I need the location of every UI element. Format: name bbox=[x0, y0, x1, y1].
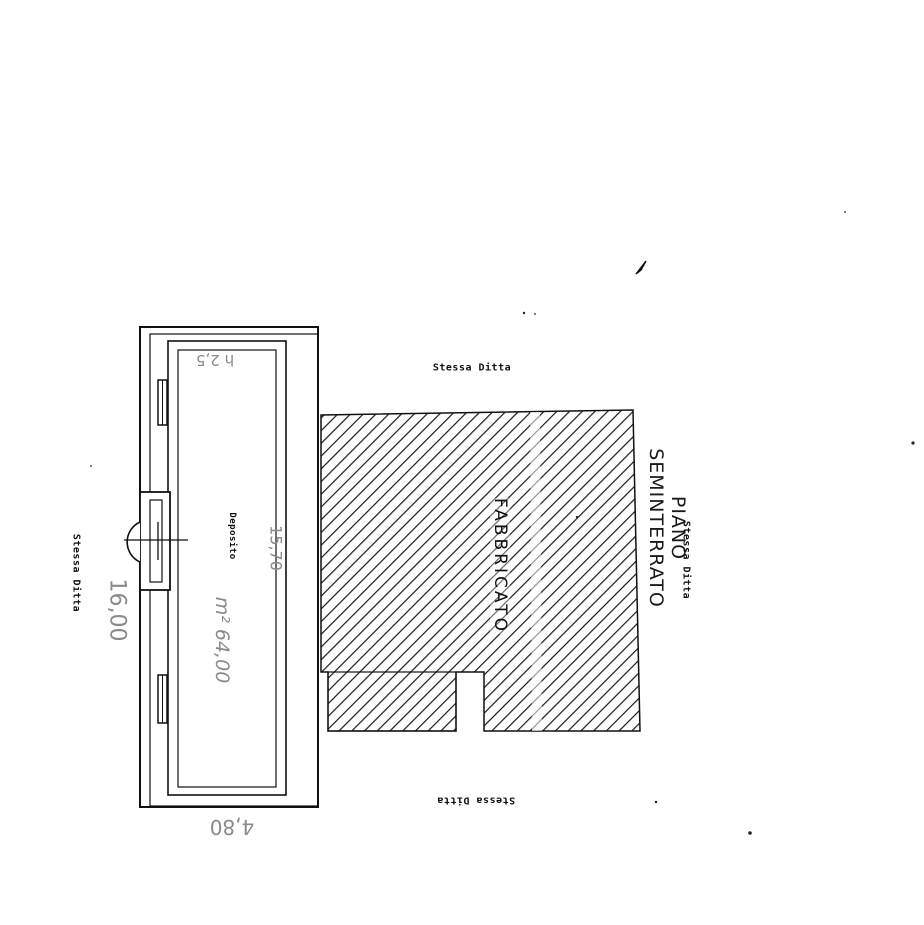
hatched-area-label: FABBRICATO bbox=[490, 498, 510, 634]
hatched-building bbox=[320, 409, 641, 732]
room-label: Deposito bbox=[227, 512, 237, 560]
handwritten-length: 16,00 bbox=[104, 578, 130, 642]
room-inner-wall-outline bbox=[177, 349, 277, 788]
hatched-sub-area bbox=[327, 671, 457, 732]
scan-specks bbox=[90, 211, 915, 835]
hatched-building-area bbox=[320, 409, 641, 732]
boundary-label-right: Stessa Ditta bbox=[680, 520, 692, 600]
boundary-label-bottom: Stessa Ditta bbox=[436, 794, 516, 806]
entrance-door bbox=[124, 491, 188, 591]
wall-thickness-line bbox=[149, 333, 319, 807]
handwritten-width: 4,80 bbox=[209, 815, 255, 839]
window-lower bbox=[157, 674, 168, 724]
hatch-light-band bbox=[530, 411, 542, 732]
handwritten-area: m² 64,00 bbox=[211, 596, 233, 684]
window-upper bbox=[157, 379, 168, 426]
boundary-label-left: Stessa Ditta bbox=[70, 533, 82, 613]
pen-mark bbox=[635, 260, 647, 275]
boundary-label-top: Stessa Ditta bbox=[432, 362, 512, 374]
plan-title-line2: SEMINTERRATO bbox=[645, 448, 667, 608]
handwritten-room-length: 15,70 bbox=[266, 525, 286, 571]
handwritten-height: h 2,5 bbox=[195, 351, 235, 369]
